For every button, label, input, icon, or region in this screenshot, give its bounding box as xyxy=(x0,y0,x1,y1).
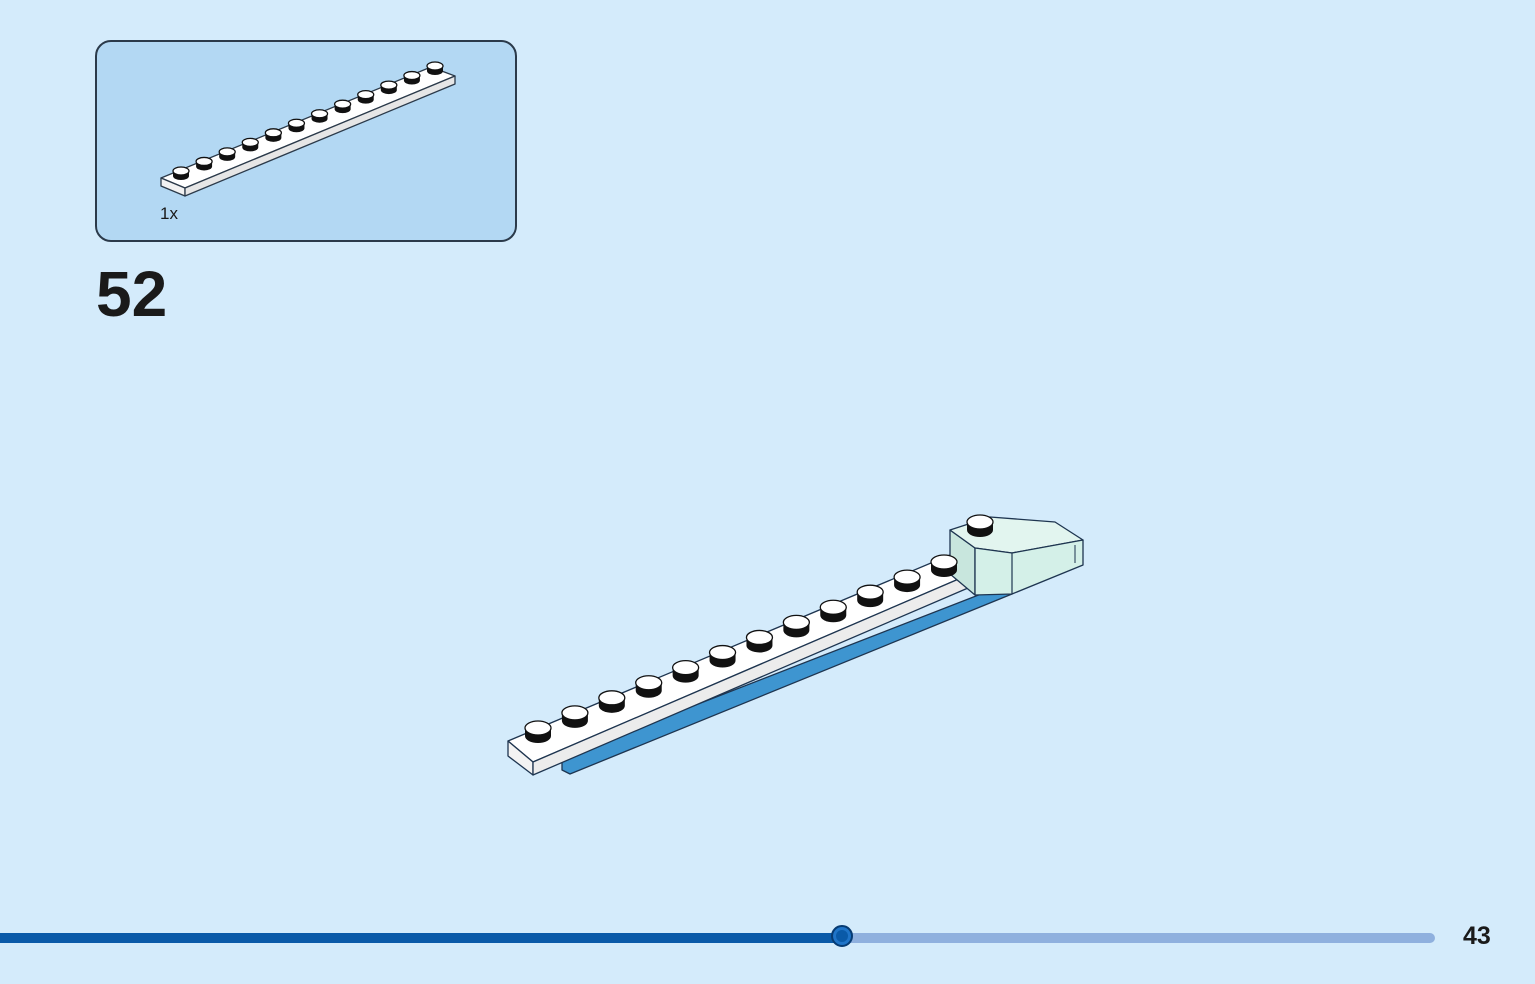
assembly-stud xyxy=(708,644,737,668)
callout-stud xyxy=(287,118,306,133)
progress-fill xyxy=(0,933,843,943)
step-number: 52 xyxy=(96,258,168,330)
assembly-stud xyxy=(819,599,847,623)
assembly-stud xyxy=(782,614,811,638)
callout-stud xyxy=(357,89,375,104)
callout-stud xyxy=(218,147,236,161)
assembly-stud xyxy=(856,584,884,608)
assembly-stud xyxy=(524,720,552,743)
slope-stud xyxy=(966,514,994,537)
blue-plate xyxy=(561,581,1013,775)
assembly-stud xyxy=(671,659,700,683)
assembly-stud xyxy=(893,569,921,593)
callout-stud xyxy=(195,156,213,171)
callout-stud xyxy=(264,128,283,142)
assembly-stud xyxy=(745,629,774,653)
callout-stud xyxy=(172,166,190,180)
parts-callout: 1x xyxy=(95,40,517,242)
callout-stud xyxy=(310,109,329,123)
assembly-stud xyxy=(930,554,958,577)
callout-stud xyxy=(380,80,398,95)
callout-stud xyxy=(426,61,444,75)
assembly-stud xyxy=(598,690,626,713)
callout-stud xyxy=(403,70,421,85)
assembly-stud xyxy=(635,675,663,698)
plate-1x12-icon xyxy=(160,61,456,197)
assembly-stud xyxy=(561,705,589,728)
callout-stud xyxy=(333,99,352,114)
part-quantity: 1x xyxy=(160,204,178,223)
page-number: 43 xyxy=(1463,922,1491,950)
callout-stud xyxy=(241,137,259,152)
white-plate-side xyxy=(532,571,976,776)
progress-bar xyxy=(0,925,1435,947)
progress-knob xyxy=(831,925,854,947)
